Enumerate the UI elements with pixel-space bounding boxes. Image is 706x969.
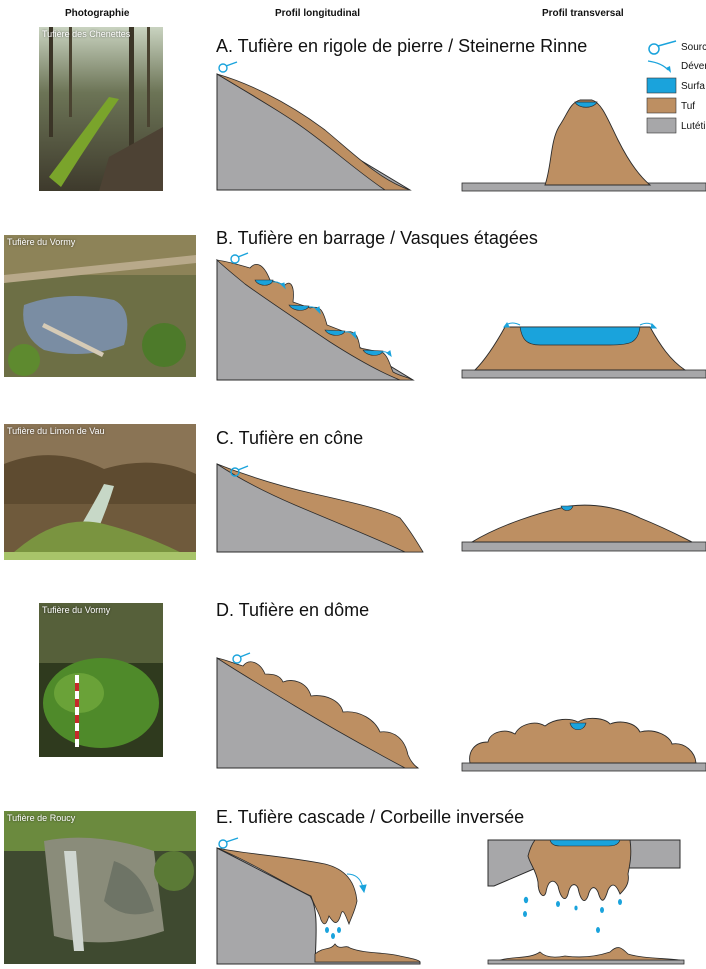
overflow-arrow-icon: [647, 60, 671, 73]
spring-icon: [218, 837, 239, 849]
section-c-transversal-profile: [461, 504, 706, 552]
section-d-title: D. Tufière en dôme: [216, 600, 370, 620]
section-d-longitudinal-profile: [216, 652, 420, 769]
section-d-photo-caption: Tufière du Vormy: [42, 605, 111, 615]
legend-item-lutetien: Lutéti: [646, 117, 706, 137]
section-e-longitudinal-profile: [216, 837, 421, 965]
section-e-transversal-profile: [487, 839, 685, 965]
longitudinal-column-header: Profil longitudinal: [275, 8, 360, 19]
overflow-arrow-icon: [272, 281, 392, 358]
section-b-longitudinal-profile: [215, 252, 415, 381]
section-a-title: A. Tufière en rigole de pierre / Steiner…: [216, 36, 588, 56]
tuf-swatch: [646, 97, 677, 114]
section-b-transversal-profile: [461, 322, 706, 379]
section-a-longitudinal-profile: [216, 61, 412, 191]
section-a-transversal-profile: [461, 99, 706, 192]
section-e-title: E. Tufière cascade / Corbeille inversée: [216, 807, 525, 827]
section-c-photo: Tufière du Limon de Vau: [4, 424, 196, 560]
transversal-column-header: Profil transversal: [542, 8, 624, 19]
legend-item-water: Surfa: [646, 77, 706, 97]
section-a-photo-caption: Tufière des Chenettes: [42, 29, 131, 39]
lutetien-swatch: [646, 117, 677, 134]
overflow-arrow-icon: [346, 873, 367, 894]
spring-icon: [232, 652, 251, 664]
legend: Sourc Déver Surfa Tuf Lutéti: [646, 38, 706, 138]
section-c-longitudinal-profile: [216, 463, 424, 553]
section-b-photo-caption: Tufière du Vormy: [7, 237, 76, 247]
section-b-photo: Tufière du Vormy: [4, 235, 196, 377]
section-c-photo-caption: Tufière du Limon de Vau: [7, 426, 105, 436]
spring-icon: [230, 465, 249, 477]
legend-label-lutetien: Lutéti: [681, 121, 706, 132]
section-d-transversal-profile: [461, 717, 706, 772]
spring-icon: [218, 61, 238, 73]
legend-item-source: Sourc: [646, 38, 706, 58]
legend-label-overflow: Déver: [681, 61, 706, 72]
legend-item-overflow: Déver: [646, 57, 706, 77]
section-d-photo: Tufière du Vormy: [39, 603, 163, 757]
spring-icon: [230, 252, 249, 264]
legend-item-tuf: Tuf: [646, 97, 706, 117]
section-e-photo: Tufière de Roucy: [4, 811, 196, 964]
water-swatch: [646, 77, 677, 94]
section-a-photo: Tufière des Chenettes: [39, 27, 163, 191]
legend-label-water: Surfa: [681, 81, 705, 92]
legend-label-tuf: Tuf: [681, 101, 696, 112]
spring-icon: [648, 40, 677, 55]
section-c-title: C. Tufière en cône: [216, 428, 364, 448]
section-b-title: B. Tufière en barrage / Vasques étagées: [216, 228, 538, 248]
legend-label-source: Sourc: [681, 42, 706, 53]
photo-column-header: Photographie: [65, 8, 130, 19]
section-e-photo-caption: Tufière de Roucy: [7, 813, 76, 823]
